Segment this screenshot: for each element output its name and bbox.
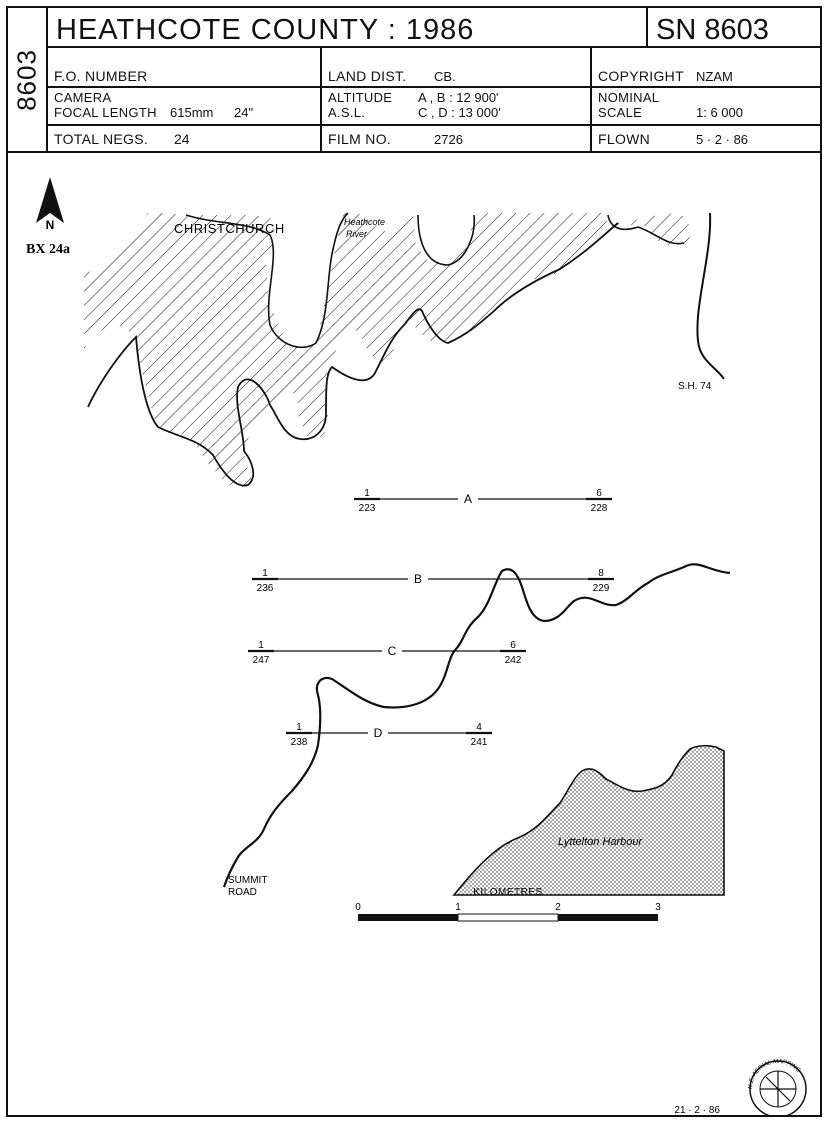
scale-label: SCALE (598, 105, 643, 120)
land-dist-value: CB. (434, 69, 456, 84)
total-negs-value: 24 (174, 131, 190, 147)
label-christchurch: CHRISTCHURCH (174, 221, 285, 236)
flight-start-neg-a: 223 (359, 503, 376, 514)
box-reference: BX 24a (26, 242, 70, 257)
flight-end-neg-c: 242 (505, 655, 522, 666)
flight-start-frame-d: 1 (296, 722, 302, 733)
header-row-1: F.O. NUMBER LAND DIST. CB. COPYRIGHT NZA… (48, 48, 820, 88)
flight-start-frame-b: 1 (262, 568, 268, 579)
flight-start-frame-a: 1 (364, 488, 370, 499)
flight-end-frame-a: 6 (596, 488, 602, 499)
nz-aerial-mapping-logo-icon: N.Z. AERIAL MAPPING (748, 1059, 807, 1117)
flight-end-frame-b: 8 (598, 568, 604, 579)
flight-run-label-c: C (388, 644, 397, 658)
logo-text: N.Z. AERIAL MAPPING (748, 1059, 801, 1089)
label-heathcote: Heathcote (344, 217, 385, 227)
summit-road (222, 563, 731, 888)
flight-end-neg-a: 228 (591, 503, 608, 514)
heathcote-river (185, 212, 349, 349)
label-summit: SUMMIT (228, 875, 267, 886)
focal-length-label: FOCAL LENGTH (54, 105, 157, 120)
sn-number: 8603 (704, 14, 769, 46)
focal-length-value: 615mm (170, 105, 214, 120)
flight-start-neg-b: 236 (257, 583, 274, 594)
state-highway-74 (696, 212, 725, 380)
flown-label: FLOWN (598, 131, 651, 147)
total-negs-label: TOTAL NEGS. (54, 131, 149, 147)
flown-cell: FLOWN 5 · 2 · 86 (592, 126, 820, 151)
side-sn-box: 8603 (8, 8, 48, 151)
flight-run-label-b: B (414, 572, 422, 586)
scale-bar: KILOMETRES 0 1 2 3 (355, 887, 661, 922)
label-sh74: S.H. 74 (678, 381, 712, 392)
film-no-cell: FILM NO. 2726 (322, 126, 592, 151)
sheet-title: HEATHCOTE COUNTY : 1986 (48, 8, 648, 48)
scale-tick-3: 3 (655, 902, 661, 913)
header-row-3: TOTAL NEGS. 24 FILM NO. 2726 FLOWN 5 · 2… (48, 126, 820, 151)
scale-bar-title: KILOMETRES (473, 887, 542, 898)
land-dist-label: LAND DIST. (328, 68, 407, 84)
flight-end-frame-d: 4 (476, 722, 482, 733)
header-row-2: CAMERA FOCAL LENGTH 615mm 24" ALTITUDE A… (48, 88, 820, 126)
header-panel: 8603 HEATHCOTE COUNTY : 1986 SN 8603 F.O… (8, 8, 820, 153)
lyttelton-harbour (452, 744, 725, 896)
copyright-label: COPYRIGHT (598, 68, 684, 84)
sn-box: SN 8603 (648, 8, 820, 48)
flight-end-neg-d: 241 (471, 737, 488, 748)
flight-end-neg-b: 229 (593, 583, 610, 594)
label-road: ROAD (228, 887, 257, 898)
north-arrow-icon: N (36, 177, 64, 232)
asl-label: A.S.L. (328, 105, 366, 120)
map-sheet-frame: 8603 HEATHCOTE COUNTY : 1986 SN 8603 F.O… (6, 6, 822, 1117)
focal-length-inches: 24" (234, 105, 254, 120)
scale-cell: NOMINAL SCALE 1: 6 000 (592, 88, 820, 124)
altitude-label: ALTITUDE (328, 90, 393, 105)
scale-tick-2: 2 (555, 902, 561, 913)
film-no-label: FILM NO. (328, 131, 392, 147)
flown-value: 5 · 2 · 86 (696, 132, 749, 147)
flight-start-frame-c: 1 (258, 640, 264, 651)
scale-value: 1: 6 000 (696, 105, 743, 120)
flight-start-neg-d: 238 (291, 737, 308, 748)
film-no-value: 2726 (434, 132, 463, 147)
copyright-value: NZAM (696, 69, 733, 84)
land-dist-cell: LAND DIST. CB. (322, 48, 592, 86)
scale-tick-1: 1 (455, 902, 461, 913)
camera-label: CAMERA (54, 90, 112, 105)
flight-plan-map: N BX 24a CHRISTCHURCH Heathcote River S.… (26, 177, 807, 1117)
total-negs-cell: TOTAL NEGS. 24 (48, 126, 322, 151)
fo-number-cell: F.O. NUMBER (48, 48, 322, 86)
flight-end-frame-c: 6 (510, 640, 516, 651)
altitude-ab-value: A , B : 12 900' (418, 90, 499, 105)
north-label: N (46, 218, 55, 232)
altitude-cd-value: C , D : 13 000' (418, 105, 501, 120)
date-stamp: 21 · 2 · 86 (674, 1105, 720, 1116)
nominal-label: NOMINAL (598, 90, 660, 105)
flight-run-label-a: A (464, 492, 472, 506)
side-sn-number: 8603 (11, 48, 42, 111)
flight-start-neg-c: 247 (253, 655, 270, 666)
fo-number-label: F.O. NUMBER (54, 68, 148, 84)
label-river: River (346, 229, 368, 239)
flight-run-label-d: D (374, 726, 383, 740)
altitude-cell: ALTITUDE A.S.L. A , B : 12 900' C , D : … (322, 88, 592, 124)
copyright-cell: COPYRIGHT NZAM (592, 48, 820, 86)
svg-text:N.Z. AERIAL MAPPING: N.Z. AERIAL MAPPING (748, 1059, 801, 1089)
label-lyttelton: Lyttelton Harbour (558, 836, 644, 848)
sn-label: SN (656, 14, 697, 46)
camera-cell: CAMERA FOCAL LENGTH 615mm 24" (48, 88, 322, 124)
scale-tick-0: 0 (355, 902, 361, 913)
